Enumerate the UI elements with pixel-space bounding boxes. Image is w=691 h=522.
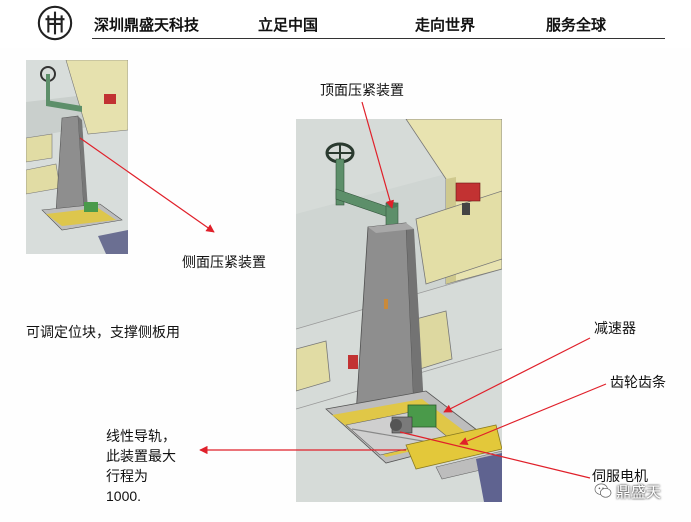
watermark-text: 鼎盛天 <box>616 483 662 501</box>
slogan-company: 深圳鼎盛天科技 <box>94 16 200 34</box>
slogan-service: 服务全球 <box>546 16 607 34</box>
label-servo-motor: 伺服电机 <box>592 468 648 484</box>
label-reducer: 减速器 <box>594 320 636 336</box>
slogan-world: 走向世界 <box>415 16 476 34</box>
header-underline <box>92 38 665 39</box>
label-top-clamp: 顶面压紧装置 <box>320 82 404 98</box>
label-side-clamp: 侧面压紧装置 <box>182 254 266 270</box>
label-adjust-block: 可调定位块，支撑侧板用 <box>26 324 180 340</box>
page-header: 深圳鼎盛天科技 立足中国 走向世界 服务全球 <box>0 0 691 48</box>
label-linear-guide: 线性导轨，此装置最大行程为1000. <box>106 428 176 504</box>
watermark: 鼎盛天 <box>594 480 661 502</box>
slogan-rooted: 立足中国 <box>258 16 319 34</box>
label-rack-pinion: 齿轮齿条 <box>610 374 666 390</box>
small-fixture-image <box>26 60 128 254</box>
company-logo-icon <box>37 5 73 41</box>
wechat-icon <box>594 483 612 498</box>
main-fixture-image <box>296 119 502 502</box>
